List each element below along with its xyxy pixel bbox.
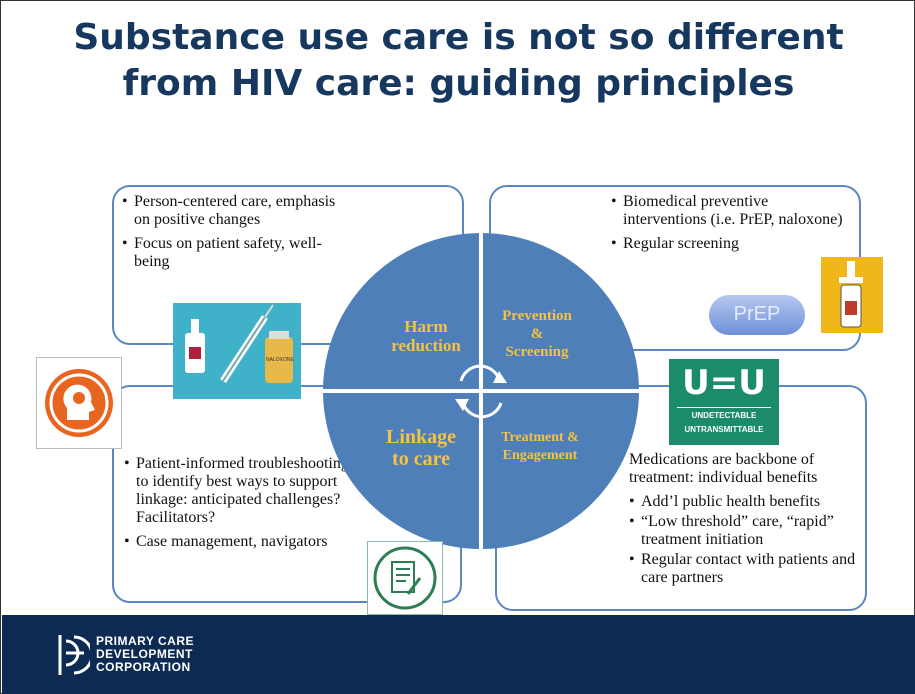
- bullet-item: Case management, navigators: [124, 533, 352, 551]
- uu-big-text: U=U: [682, 363, 766, 403]
- footer-bar: PRIMARY CARE DEVELOPMENT CORPORATION: [2, 615, 915, 694]
- label-line: Linkage: [385, 426, 457, 448]
- bullet-item: Focus on patient safety, well-being: [122, 235, 337, 271]
- org-line: CORPORATION: [96, 660, 191, 674]
- syringe-icon: [185, 304, 293, 383]
- organization-name: PRIMARY CARE DEVELOPMENT CORPORATION: [96, 635, 194, 674]
- org-line: PRIMARY CARE: [96, 634, 195, 648]
- document-edit-icon: [373, 546, 437, 610]
- uu-badge-image: U=U UNDETECTABLE UNTRANSMITTABLE: [669, 359, 779, 445]
- label-line: Screening: [505, 344, 569, 360]
- divider: [677, 407, 771, 408]
- treatment-label: Treatment & Engagement: [487, 429, 593, 465]
- nasal-spray-image: [821, 257, 883, 333]
- prep-pill-image: PrEP: [709, 295, 805, 335]
- document-icon-image: [367, 541, 443, 615]
- slide-title: Substance use care is not so different f…: [73, 17, 844, 104]
- harm-reduction-supplies-image: NALOXONE: [173, 303, 301, 399]
- bullet-item: Person-centered care, emphasis on positi…: [122, 193, 337, 229]
- head-icon-image: [36, 357, 122, 449]
- harm-reduction-label: Harm reduction: [391, 317, 461, 355]
- bullet-item: Regular screening: [611, 235, 851, 253]
- bullet-item: Patient-informed troubleshooting to iden…: [124, 455, 352, 527]
- uu-line1: UNDETECTABLE: [691, 411, 757, 420]
- bullet-item: Biomedical preventive interventions (i.e…: [611, 193, 851, 229]
- org-line: DEVELOPMENT: [96, 647, 193, 661]
- uu-line2: UNTRANSMITTABLE: [684, 425, 764, 434]
- nasal-spray-icon: [839, 261, 863, 328]
- bullet-item: Regular contact with patients and care p…: [629, 551, 865, 587]
- label-line: &: [530, 326, 544, 342]
- label-line: Treatment &: [501, 430, 579, 445]
- central-circle: [321, 231, 641, 551]
- label-line: to care: [392, 448, 450, 470]
- pcdc-logo-icon: [58, 635, 90, 675]
- prep-pill-text: PrEP: [733, 303, 781, 325]
- linkage-label: Linkage to care: [371, 426, 471, 470]
- vial-label: NALOXONE: [266, 357, 294, 363]
- label-line: Engagement: [502, 448, 578, 463]
- prevention-label: Prevention & Screening: [487, 307, 587, 361]
- bullet-item: “Low threshold” care, “rapid” treatment …: [629, 513, 865, 549]
- head-gears-icon: [45, 369, 113, 437]
- bullet-item: Add’l public health benefits: [629, 493, 865, 511]
- label-line: Prevention: [502, 308, 572, 324]
- cycle-arrows-icon: [459, 364, 503, 419]
- intro-text: Medications are backbone of treatment: i…: [629, 451, 818, 486]
